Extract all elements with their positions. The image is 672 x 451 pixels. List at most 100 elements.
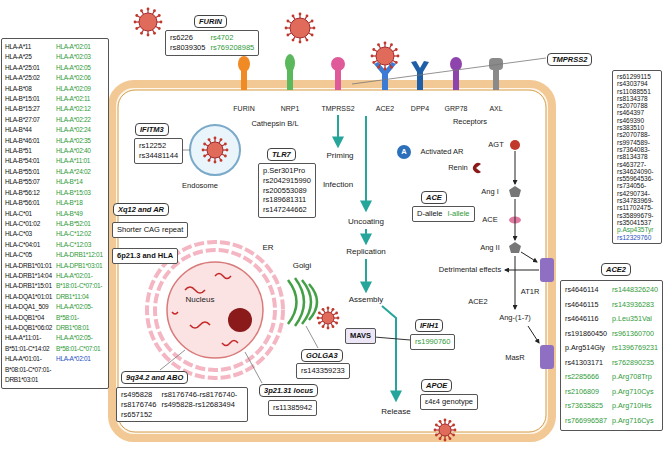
- diagram-label: AXL: [489, 105, 502, 112]
- variant-text: HLA-A*02:01: [56, 42, 105, 52]
- virus-particle: [208, 159, 211, 162]
- variant-text: HLA-A*02:05- B*58:01-C*07:01: [56, 333, 105, 354]
- gene-variant-box: APOEε4ε4 genotype: [420, 394, 478, 410]
- virus-particle: [327, 307, 330, 310]
- variant-text: HLA-A*02:01: [56, 354, 105, 364]
- diagram-label: ACE2: [468, 298, 488, 306]
- virus-particle: [224, 143, 227, 146]
- diagram-label: ER: [262, 244, 273, 252]
- variant-text: rs8176746-rs8176740- rs495828-rs12683494: [161, 390, 243, 410]
- ras-pathway-icon: [473, 163, 481, 173]
- virus-particle: [439, 424, 451, 436]
- virus-particle: [203, 155, 206, 158]
- ras-pathway-icon: [509, 186, 521, 197]
- virus-particle: [435, 434, 438, 437]
- variant-text: HLA-C*01: [5, 209, 54, 219]
- gene-name-tag: IFIH1: [415, 319, 443, 332]
- nucleus: [185, 287, 205, 293]
- text-column: I-allele: [447, 209, 469, 219]
- variant-text: rs769208985: [210, 43, 254, 53]
- variant-text: rs2070788- rs9974589- rs7364083- rs81343…: [617, 131, 657, 160]
- virus-particle: [220, 159, 223, 162]
- process-arrow: [382, 306, 396, 400]
- endoplasmic-reticulum: [155, 250, 275, 370]
- variant-text: rs657152: [121, 410, 156, 420]
- virus-particle: [454, 429, 457, 432]
- variant-text: HLA-C*01:02: [5, 219, 54, 229]
- variant-text: HLA-A*25: [5, 52, 54, 62]
- activated-ar-icon: [397, 145, 411, 159]
- variant-text: HLA-B*56:01: [5, 198, 54, 208]
- text-column: rs1448326240rs143936283p.Leu351Valrs9613…: [612, 283, 658, 428]
- variant-text: rs2285666: [565, 370, 607, 385]
- nucleus: [172, 274, 238, 346]
- diagram-label: Ang II: [480, 244, 500, 252]
- cell-membrane: [118, 90, 546, 432]
- gene-name-tag: FURIN: [194, 15, 227, 28]
- connector-line: [376, 337, 410, 340]
- diagram-label: MasR: [505, 354, 525, 362]
- variant-text: rs4303794: [617, 80, 657, 87]
- virus-particle: [384, 42, 387, 45]
- virus-particle: [452, 424, 455, 427]
- virus-particle: [208, 138, 211, 141]
- virus-particle: [299, 41, 302, 44]
- diagram-label: ACE2: [376, 105, 394, 112]
- variant-text: HLA-B*55:01: [5, 167, 54, 177]
- process-arrow: [365, 229, 367, 243]
- variant-text: HLA-B*27:07: [5, 115, 54, 125]
- pathway-arrow: [528, 326, 539, 343]
- virus-particle: [313, 27, 316, 30]
- virus-particle: [158, 27, 161, 30]
- ras-pathway-icon: [540, 258, 554, 282]
- virus-particle: [332, 308, 335, 311]
- receptor-symbol: [453, 70, 459, 90]
- virus-particle: [311, 20, 314, 23]
- diagram-label: Detrimental effects: [439, 266, 501, 274]
- variant-text: rs1990760: [415, 337, 450, 347]
- gene-variant-box: 3p21.31 locusrs11385942: [268, 400, 317, 416]
- variant-text: 6p21.3 and HLA: [117, 251, 173, 261]
- diagram-label: Ang I: [481, 188, 499, 196]
- virus-particle: [140, 32, 143, 35]
- text-column: rs4646114rs4646115rs4646116rs191860450p.…: [565, 283, 607, 428]
- diagram-label: AGT: [488, 141, 503, 149]
- golgi-apparatus: [288, 278, 317, 326]
- virus-particle: [371, 42, 400, 71]
- variant-text: p.Leu351Val: [612, 312, 658, 327]
- virus-particle: [322, 312, 334, 324]
- variant-text: HLA-B*51: [5, 146, 54, 156]
- virus-particle: [226, 149, 229, 152]
- variant-text: HLA-C*12:02: [56, 229, 105, 239]
- endosome: [190, 125, 240, 175]
- text-column: MAVS: [350, 331, 371, 341]
- variant-text: rs8134378: [617, 95, 657, 102]
- virus-particle: [286, 20, 289, 23]
- variant-text: HLA-B*55:07: [5, 177, 54, 187]
- virus-particle: [434, 429, 437, 432]
- virus-particle: [318, 322, 321, 325]
- virus-particle: [214, 137, 217, 140]
- virus-particle: [395, 48, 398, 51]
- virus-particle: [384, 68, 387, 71]
- variant-text: rs143359233: [301, 366, 345, 376]
- variant-text: HLA-B*15:27: [5, 104, 54, 114]
- variant-text: rs4702: [210, 33, 254, 43]
- receptor-symbol: [493, 70, 499, 90]
- variant-text: rs147244662: [263, 205, 311, 215]
- endosome: [190, 125, 240, 175]
- variant-text: rs383510: [617, 124, 657, 131]
- gene-variant-box: ACE2rs4646114rs4646115rs4646116rs1918604…: [560, 280, 663, 431]
- text-column: rs1990760: [415, 337, 450, 347]
- virus-particle: [371, 55, 374, 58]
- virus-particle: [139, 13, 157, 31]
- variant-text: HLA-C*05: [5, 250, 54, 260]
- virus-particle: [286, 34, 289, 37]
- text-column: Shorter CAG repeat: [117, 225, 183, 235]
- variant-text: rs495828: [121, 390, 156, 400]
- diagram-label: Uncoating: [348, 218, 384, 226]
- variant-text: HLA-A*02:24: [56, 125, 105, 135]
- variant-text: HLA-DQA1*01:01: [5, 292, 54, 302]
- gene-variant-box: GOLGA3rs143359233: [296, 363, 350, 379]
- text-column: rs4702rs769208985: [210, 33, 254, 53]
